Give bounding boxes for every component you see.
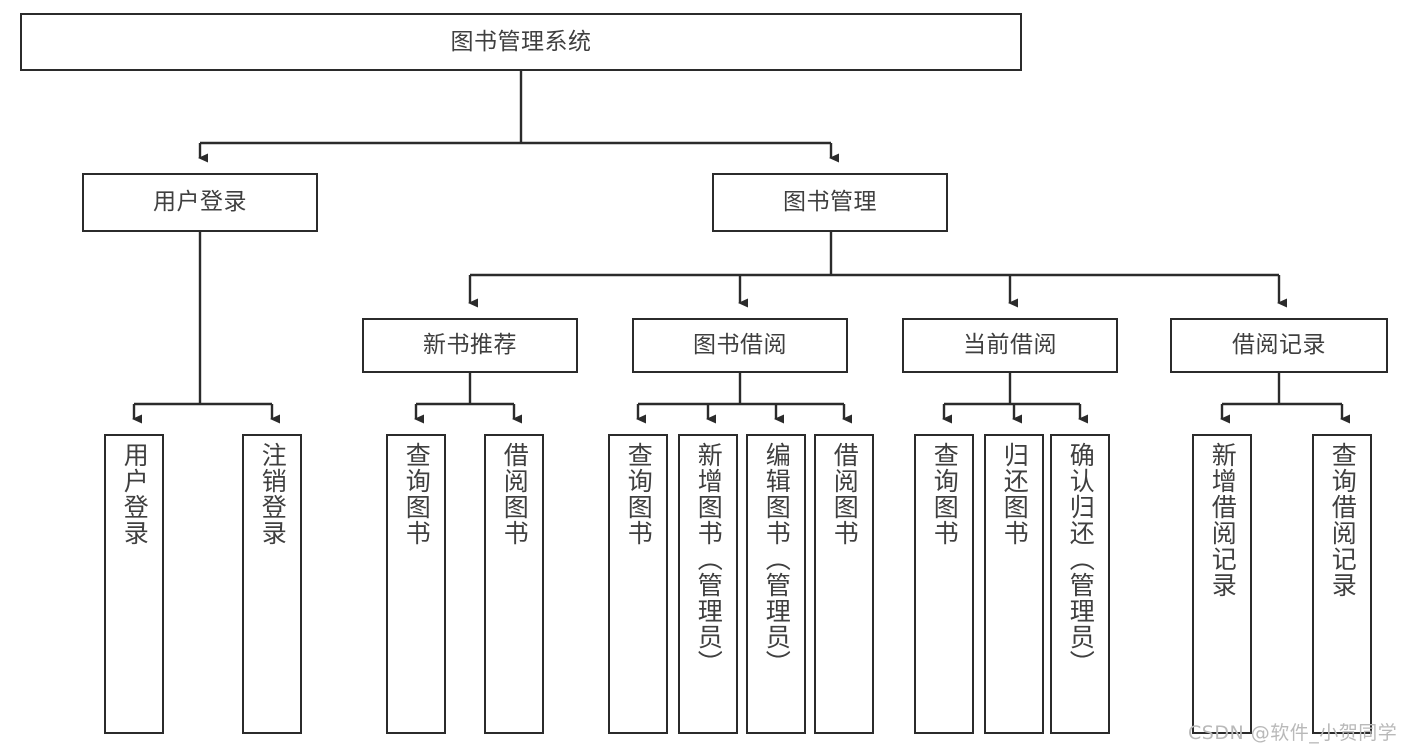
node-current-borrow-label: 当前借阅 — [963, 332, 1057, 359]
node-leaf-query-book-1-label: 查询图书 — [402, 442, 432, 546]
node-user-login[interactable]: 用户登录 — [82, 173, 318, 232]
node-book-management-label: 图书管理 — [783, 189, 877, 216]
node-leaf-edit-book[interactable]: 编辑图书（管理员） — [746, 434, 806, 734]
node-leaf-logout[interactable]: 注销登录 — [242, 434, 302, 734]
node-borrow-record[interactable]: 借阅记录 — [1170, 318, 1388, 373]
node-book-management[interactable]: 图书管理 — [712, 173, 948, 232]
node-leaf-confirm-return-label: 确认归还（管理员） — [1066, 442, 1096, 676]
node-leaf-query-book-2[interactable]: 查询图书 — [608, 434, 668, 734]
node-leaf-query-book-1[interactable]: 查询图书 — [386, 434, 446, 734]
node-new-book-recommend[interactable]: 新书推荐 — [362, 318, 578, 373]
node-leaf-logout-label: 注销登录 — [258, 442, 288, 546]
node-leaf-edit-book-label: 编辑图书（管理员） — [762, 442, 792, 676]
node-new-book-recommend-label: 新书推荐 — [423, 332, 517, 359]
node-leaf-borrow-book-1-label: 借阅图书 — [500, 442, 530, 546]
node-leaf-query-book-2-label: 查询图书 — [624, 442, 654, 546]
node-leaf-query-book-3-label: 查询图书 — [930, 442, 960, 546]
node-leaf-user-login[interactable]: 用户登录 — [104, 434, 164, 734]
node-book-borrow[interactable]: 图书借阅 — [632, 318, 848, 373]
csdn-watermark: CSDN @软件_小贺同学 — [1188, 722, 1398, 744]
node-borrow-record-label: 借阅记录 — [1232, 332, 1326, 359]
node-root-label: 图书管理系统 — [450, 28, 592, 55]
node-leaf-borrow-book-2[interactable]: 借阅图书 — [814, 434, 874, 734]
node-leaf-query-record[interactable]: 查询借阅记录 — [1312, 434, 1372, 734]
node-book-borrow-label: 图书借阅 — [693, 332, 787, 359]
node-leaf-return-book[interactable]: 归还图书 — [984, 434, 1044, 734]
node-current-borrow[interactable]: 当前借阅 — [902, 318, 1118, 373]
node-leaf-confirm-return[interactable]: 确认归还（管理员） — [1050, 434, 1110, 734]
node-root[interactable]: 图书管理系统 — [20, 13, 1022, 71]
node-leaf-query-record-label: 查询借阅记录 — [1328, 442, 1358, 598]
node-leaf-return-book-label: 归还图书 — [1000, 442, 1030, 546]
node-leaf-add-book-label: 新增图书（管理员） — [694, 442, 724, 676]
node-leaf-add-record-label: 新增借阅记录 — [1208, 442, 1238, 598]
node-leaf-add-record[interactable]: 新增借阅记录 — [1192, 434, 1252, 734]
node-leaf-borrow-book-2-label: 借阅图书 — [830, 442, 860, 546]
node-leaf-add-book[interactable]: 新增图书（管理员） — [678, 434, 738, 734]
node-leaf-query-book-3[interactable]: 查询图书 — [914, 434, 974, 734]
node-user-login-label: 用户登录 — [153, 189, 247, 216]
node-leaf-user-login-label: 用户登录 — [120, 442, 150, 546]
node-leaf-borrow-book-1[interactable]: 借阅图书 — [484, 434, 544, 734]
